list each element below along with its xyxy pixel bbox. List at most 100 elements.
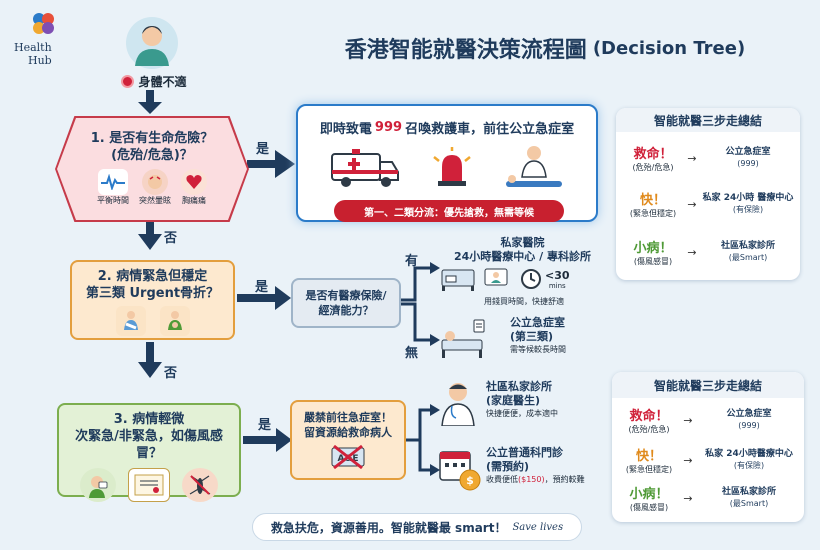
summary-value-sub: (有保險): [732, 205, 764, 214]
wait-time: <30 mins: [545, 269, 570, 291]
q2-subtitle: 第三類 Urgent骨折？: [85, 286, 220, 301]
right-arrow-icon: →: [683, 491, 693, 505]
summary-2-row: 小病！(傷風感冒) → 社區私家診所(最Smart): [620, 478, 800, 518]
start-label: 身體不適: [104, 72, 204, 90]
title-zh: 香港智能就醫決策流程圖: [344, 38, 587, 63]
community-clinic-title-1: 社區私家診所: [486, 380, 552, 393]
summary-value-sub: (最Smart): [729, 499, 769, 508]
wait-time-unit: mins: [548, 282, 566, 290]
page-title: 香港智能就醫決策流程圖 (Decision Tree): [300, 32, 790, 64]
logo-flower-icon: [30, 10, 56, 36]
emergency-title-pre: 即時致電: [319, 122, 372, 137]
patient-avatar-icon: [125, 16, 179, 70]
symptom-label: 平衡時間: [97, 196, 129, 205]
wait-time-value: <30: [545, 269, 570, 282]
summary-1-row: 小病！(傷風感冒) → 社區私家診所(最Smart): [624, 232, 794, 272]
summary-panel-2: 智能就醫三步走總結 救命！(危殆/危急) → 公立急症室(999) 快！(緊急但…: [612, 372, 804, 522]
private-hospital-title-2: 24小時醫療中心 / 專科診所: [454, 250, 591, 263]
summary-value: 私家 24小時 醫療中心: [702, 193, 794, 203]
q1-symptom-3: 胸痛痛: [181, 169, 207, 206]
emergency-title-post: 召喚救護車，前往公立急症室: [405, 122, 575, 137]
summary-panel-1: 智能就醫三步走總結 救命！(危殆/危急) → 公立急症室(999) 快！(緊急但…: [616, 108, 800, 280]
alert-icon: [121, 74, 135, 88]
summary-value: 公立急症室: [726, 409, 772, 419]
summary-key: 救命！: [629, 409, 669, 424]
community-clinic-title-2: (家庭醫生): [486, 394, 541, 407]
warning-line-2: 留資源給救命病人: [304, 426, 392, 439]
heart-monitor-icon: [98, 169, 128, 195]
public-ae-note: 需等候較長時間: [510, 345, 566, 354]
private-hospital-title-1: 私家醫院: [500, 236, 545, 249]
warning-box: 嚴禁前往急症室！ 留資源給救命病人 A&E: [290, 400, 406, 480]
clock-icon: [520, 268, 542, 294]
summary-2-row: 救命！(危殆/危急) → 公立急症室(999): [620, 400, 800, 440]
emergency-banner: 第一、二類分流：優先搶救，無需等候: [334, 200, 564, 222]
insurance-yes-label: 有: [405, 254, 419, 269]
logo-text-line2: Hub: [28, 54, 52, 67]
summary-value: 公立急症室: [725, 147, 771, 157]
question-2-box: 2. 病情緊急但穩定 第三類 Urgent骨折？: [70, 260, 235, 340]
summary-key-sub: (危殆/危急): [632, 163, 674, 172]
symptom-label: 胸痛痛: [182, 196, 206, 205]
sick-leave-certificate-icon: [128, 468, 170, 502]
question-3-box: 3. 病情輕微 次緊急/非緊急，如傷風感冒？: [57, 403, 241, 502]
right-arrow-icon: →: [687, 245, 697, 259]
q3-yes-label: 是: [258, 418, 272, 433]
summary-key: 小病！: [629, 487, 669, 502]
emergency-title: 即時致電 999 召喚救護車，前往公立急症室: [298, 118, 596, 137]
chest-pain-icon: [181, 169, 207, 195]
summary-key-sub: (危殆/危急): [628, 425, 670, 434]
community-clinic-note: 快捷便便，成本適中: [486, 409, 558, 418]
siren-icon: [432, 147, 472, 191]
symptom-label: 突然暈眩: [139, 196, 171, 205]
summary-key: 快！: [639, 193, 666, 208]
gop-clinic-note: 收費便低($150)，預約較難: [486, 474, 585, 485]
title-en: (Decision Tree): [592, 37, 746, 59]
health-hub-logo: Health Hub: [14, 10, 74, 70]
stomach-ache-icon: [159, 306, 190, 336]
family-doctor-icon: [438, 380, 478, 430]
cpr-doctor-icon: [504, 145, 564, 193]
sneezing-person-icon: [80, 468, 116, 502]
summary-key-sub: (緊急但穩定): [629, 209, 677, 218]
summary-value: 私家 24小時醫療中心: [705, 449, 793, 459]
summary-value: 社區私家診所: [720, 241, 775, 251]
public-ae-title-2: (第三類): [510, 330, 554, 343]
q3-subtitle: 次緊急/非緊急，如傷風感冒？: [75, 429, 223, 461]
right-arrow-icon: →: [687, 151, 697, 165]
gop-clinic-title-2: (需預約): [486, 460, 530, 473]
private-hospital-option: 私家醫院 24小時醫療中心 / 專科診所 <30 mins 用錢買時間，快捷舒適: [440, 236, 605, 306]
head-pain-icon: [142, 169, 168, 195]
private-hospital-note: 用錢買時間，快捷舒適: [484, 297, 564, 306]
gop-note-pre: 收費便低: [486, 475, 518, 484]
gop-clinic-title-1: 公立普通科門診: [486, 446, 563, 459]
summary-1-row: 救命！(危殆/危急) → 公立急症室(999): [624, 138, 794, 178]
summary-1-row: 快！(緊急但穩定) → 私家 24小時 醫療中心(有保險): [624, 184, 794, 224]
summary-value-sub: (最Smart): [728, 253, 768, 262]
footer-script: Save lives: [512, 521, 564, 533]
svg-text:A&E: A&E: [338, 454, 359, 464]
q2-no-label: 否: [164, 366, 178, 381]
summary-value: 社區私家診所: [721, 487, 776, 497]
summary-1-title: 智能就醫三步走總結: [616, 108, 800, 132]
mosquito-icon: [182, 468, 218, 502]
public-ae-title-1: 公立急症室: [510, 316, 565, 329]
insurance-text-line2: 經濟能力？: [318, 304, 374, 317]
insurance-no-label: 無: [405, 346, 419, 361]
summary-key-sub: (緊急但穩定): [625, 465, 673, 474]
logo-text-line1: Health: [14, 41, 52, 54]
gop-note-price: ($150): [518, 475, 545, 484]
summary-value-sub: (有保險): [733, 461, 765, 470]
insurance-text-line1: 是否有醫療保險/: [305, 289, 387, 302]
footer-slogan: 救急扶危，資源善用。智能就醫最 smart！ Save lives: [252, 513, 582, 541]
q3-title: 3. 病情輕微: [113, 412, 185, 427]
summary-2-row: 快！(緊急但穩定) → 私家 24小時醫療中心(有保險): [620, 440, 800, 480]
community-clinic-option: 社區私家診所 (家庭醫生) 快捷便便，成本適中: [438, 380, 608, 432]
summary-key-sub: (傷風感冒): [633, 257, 673, 266]
q1-no-label: 否: [164, 231, 178, 246]
q1-title: 1. 是否有生命危險？: [90, 131, 214, 146]
summary-2-title: 智能就醫三步走總結: [612, 372, 804, 398]
right-arrow-icon: →: [683, 413, 693, 427]
summary-key: 救命！: [633, 147, 673, 162]
